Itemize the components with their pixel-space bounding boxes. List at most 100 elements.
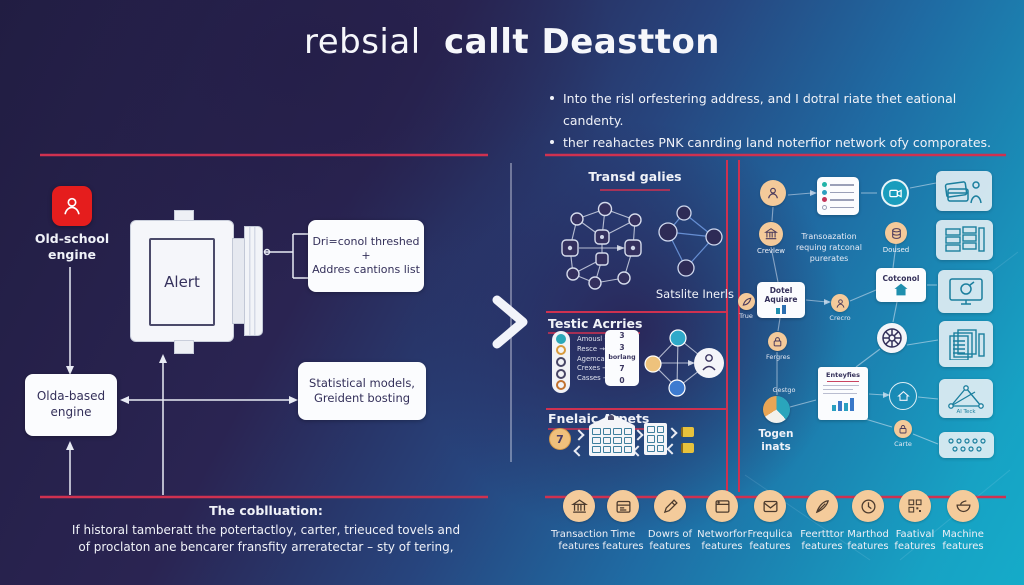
crowd-box [939, 432, 994, 458]
lock-icon [899, 425, 907, 434]
bullet-item: ther reahactes PNK canrding land noterfi… [548, 132, 1014, 154]
card-icon [607, 490, 639, 522]
satellite-graph [658, 205, 723, 277]
person-icon [836, 298, 844, 308]
person-icon [64, 197, 80, 215]
clock-icon [852, 490, 884, 522]
envelope-icon [754, 490, 786, 522]
bank-icon [563, 490, 595, 522]
lock-icon [773, 337, 782, 347]
left-connectors [69, 233, 308, 495]
feature-type-pill [552, 331, 570, 393]
house-icon [894, 283, 908, 296]
qr-icon [899, 490, 931, 522]
bullet-dot-icon [550, 139, 554, 144]
flow-note: Transoazation requing ratconal purerates [796, 232, 862, 263]
device-body: Alert [130, 220, 234, 342]
crecro-label: Crecro [829, 314, 851, 322]
teal-dot-icon [556, 333, 566, 344]
bank-circle [759, 222, 783, 246]
customer-circle [760, 180, 786, 206]
ml-engine-box: Olda-based engine [25, 374, 117, 436]
data-table-icon [944, 226, 985, 252]
transaction-graph [561, 201, 642, 290]
title-main: callt Deastton [443, 22, 721, 62]
table-row-label: Crexes → 7 [577, 364, 615, 372]
ledger-grid-icon [644, 423, 667, 455]
title-prefix: rebsial [303, 22, 421, 62]
bank-building-icon [589, 414, 635, 456]
coins-icon [891, 227, 901, 239]
crecro-circle [831, 294, 849, 312]
flowchart-arrowheads [810, 190, 890, 398]
checklist-card [817, 177, 859, 215]
table-value: borlang [608, 354, 636, 362]
pie-circle-icon [763, 396, 790, 423]
video-camera-icon [888, 188, 902, 198]
intro-bullets: Into the risl orfestering address, and I… [548, 88, 1014, 154]
money-label: Doused [882, 246, 910, 254]
credit-cards-person-icon [944, 181, 982, 204]
fergres-circle [768, 332, 787, 351]
feather-icon [806, 490, 838, 522]
table-row-label: Casses → 0 [577, 374, 616, 382]
leaf-icon [742, 297, 751, 306]
bullet-text: ther reahactes PNK canrding land noterfi… [563, 134, 992, 150]
alert-device: Alert [128, 210, 264, 354]
connector-chip-icon [681, 427, 694, 437]
connector-chip-icon [681, 443, 694, 453]
dark-ring-icon [556, 356, 566, 367]
report-title: Enteyfies [826, 371, 860, 379]
table-row-label: Resce → 3 [577, 345, 612, 353]
dotel-box: Dotel Aquiare [757, 282, 805, 318]
old-school-engine-icon [52, 186, 92, 226]
table-value: 0 [619, 375, 625, 385]
true-circle [738, 293, 755, 310]
altech-label: Al Teck [956, 409, 976, 414]
flowchart-connectors [770, 182, 939, 445]
dark-ring-icon [556, 368, 566, 379]
bank-label: Crevlew [756, 247, 786, 255]
wheel-circle [877, 323, 907, 353]
camera-circle [881, 179, 909, 207]
carte-label: Carte [894, 440, 912, 448]
bowl-icon [947, 490, 979, 522]
document-stack-icon [949, 329, 985, 360]
person-icon [768, 187, 778, 199]
old-school-engine-label: Old-school engine [34, 231, 110, 262]
alert-panel: Alert [149, 238, 215, 326]
cards-person-box [936, 171, 992, 211]
device-bottom-nub [174, 340, 194, 354]
true-label: True [739, 312, 753, 320]
pen-icon [654, 490, 686, 522]
satellite-label: Satslite Inerls [655, 287, 734, 301]
report-card: Enteyfies [818, 367, 868, 420]
graphs-section-title: Transd galies [588, 169, 682, 184]
report-bars-icon [823, 397, 863, 411]
togen-label: Togen inats [758, 428, 794, 454]
table-value: 7 [619, 364, 625, 374]
table-row-label: Amousl → 3 [577, 335, 617, 343]
rules-box: Dri=conol threshed + Addres cantions lis… [308, 220, 424, 292]
wheel-icon [882, 328, 902, 348]
monitor-search-icon [948, 277, 983, 305]
archive-stack-box [939, 321, 993, 367]
gestgo-label: Gestgo [772, 386, 796, 394]
left-arrowheads [66, 354, 298, 450]
slash-ring-icon [556, 380, 566, 391]
table-grid-box [936, 220, 993, 260]
table-row-label: Agemca → 5 [577, 355, 620, 363]
money-circle [885, 222, 907, 244]
fergres-label: Fergres [766, 353, 790, 361]
crowd-icon [947, 438, 986, 452]
